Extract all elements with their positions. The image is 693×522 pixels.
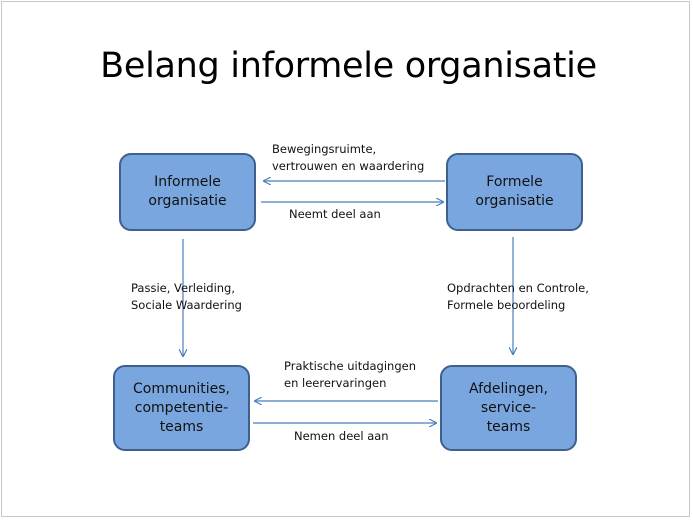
node-communities-line1: Communities, <box>133 380 230 397</box>
edge-label-line: Neemt deel aan <box>289 207 381 221</box>
edge-label-bewegingsruimte: Bewegingsruimte, vertrouwen en waarderin… <box>272 141 424 175</box>
slide-title: Belang informele organisatie <box>100 46 597 86</box>
node-formele-organisatie: Formele organisatie <box>446 153 583 231</box>
edge-label-opdrachten: Opdrachten en Controle, Formele beoordel… <box>447 280 589 314</box>
edge-label-nemen-deel-aan: Nemen deel aan <box>294 428 389 445</box>
edge-label-line: vertrouwen en waardering <box>272 159 425 173</box>
edge-label-line: Sociale Waardering <box>131 298 242 312</box>
edge-label-passie: Passie, Verleiding, Sociale Waardering <box>131 280 242 314</box>
edge-label-line: Formele beoordeling <box>447 298 566 312</box>
edge-label-line: Bewegingsruimte, <box>272 142 377 156</box>
node-informele-line1: Informele <box>154 174 221 190</box>
node-informele-line2: organisatie <box>148 193 227 209</box>
edge-label-praktische: Praktische uitdagingen en leerervaringen <box>284 358 416 392</box>
edge-label-neemt-deel-aan: Neemt deel aan <box>289 206 381 223</box>
edge-label-line: Nemen deel aan <box>294 429 389 443</box>
node-formele-line1: Formele <box>486 174 543 190</box>
node-afdelingen-line2: service- <box>480 399 537 416</box>
node-informele-organisatie: Informele organisatie <box>119 153 256 231</box>
edge-label-line: Opdrachten en Controle, <box>447 281 589 295</box>
edge-label-line: Passie, Verleiding, <box>131 281 236 295</box>
node-formele-line2: organisatie <box>475 193 554 209</box>
edge-label-line: en leerervaringen <box>284 376 387 390</box>
node-afdelingen-line1: Afdelingen, <box>469 380 548 397</box>
edge-label-line: Praktische uitdagingen <box>284 359 416 373</box>
node-afdelingen-line3: teams <box>486 418 531 435</box>
node-communities-line3: teams <box>159 418 204 435</box>
node-afdelingen: Afdelingen, service- teams <box>440 365 577 451</box>
node-communities: Communities, competentie- teams <box>113 365 250 451</box>
node-communities-line2: competentie- <box>134 399 229 416</box>
